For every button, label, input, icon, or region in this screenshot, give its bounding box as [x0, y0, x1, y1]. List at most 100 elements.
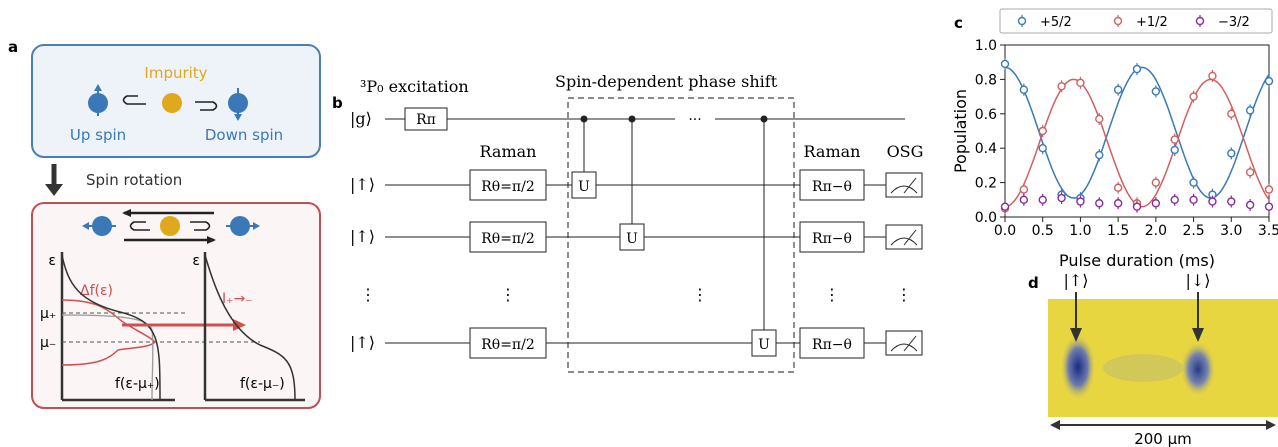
panel-d-label: d [1028, 274, 1039, 292]
data-point [1095, 114, 1104, 124]
data-point [1264, 185, 1274, 194]
down-state-label: |↓⟩ [1185, 271, 1210, 290]
legend-marker [1017, 16, 1027, 26]
scale-bar-label: 200 μm [1134, 430, 1192, 447]
up-state-label: |↑⟩ [1063, 271, 1088, 290]
x-tick-label: 1.5 [1107, 223, 1129, 239]
y-axis-label: Population [951, 89, 970, 173]
vdots-raman-r: ⋮ [824, 285, 840, 304]
legend-marker [1113, 16, 1123, 26]
data-point [1189, 195, 1198, 205]
epsilon-right: ε [192, 253, 200, 269]
data-point [1264, 76, 1274, 86]
data-point [1208, 71, 1217, 81]
x-tick-label: 3.0 [1220, 223, 1242, 239]
measure-icon [885, 224, 923, 250]
data-point [1227, 109, 1236, 119]
r-back-gate-2 [799, 221, 865, 253]
svg-text:Rθ=π/2: Rθ=π/2 [481, 179, 535, 195]
x-tick-label: 2.5 [1182, 223, 1204, 239]
data-point [1189, 178, 1198, 187]
y-tick-label: 0.4 [975, 141, 997, 157]
fit-curves [1004, 66, 1270, 208]
mu-minus-label: μ₋ [40, 335, 56, 351]
data-point [1000, 59, 1010, 69]
row-label-up-1: |↑⟩ [350, 175, 375, 194]
data-point [1245, 200, 1255, 210]
data-point [1095, 150, 1104, 160]
svg-text:Rθ=π/2: Rθ=π/2 [481, 337, 535, 353]
data-point [1151, 178, 1161, 187]
data-point [1151, 87, 1161, 96]
transport-box [31, 202, 321, 409]
panel-a-label: a [8, 38, 18, 56]
panel-a: a Impurity Up spin Down spin Spin rotati… [8, 38, 321, 409]
legend-box [999, 8, 1273, 34]
panel-b: b ³P₀ excitation Spin-dependent phase sh… [332, 72, 923, 373]
data-points [1000, 57, 1274, 215]
y-tick-label: 0.6 [975, 107, 997, 123]
raman-right-title: Raman [804, 142, 861, 161]
measure-icon [885, 172, 923, 198]
legend-marker [1195, 16, 1205, 26]
data-point [1208, 197, 1217, 206]
data-point [1076, 78, 1085, 88]
svg-text:U: U [626, 231, 638, 247]
r-half-gate-n [469, 327, 547, 359]
data-point [1038, 195, 1047, 205]
plot-frame [1004, 44, 1270, 218]
data-point [1076, 197, 1085, 206]
svg-text:U: U [578, 179, 590, 195]
y-tick-label: 0.0 [975, 210, 997, 226]
svg-text:Rπ−θ: Rπ−θ [812, 231, 852, 247]
impurity-title: Impurity [144, 64, 207, 82]
legend-label: +1/2 [1136, 15, 1168, 30]
measure-icon [885, 330, 923, 356]
x-axis-label: Pulse duration (ms) [1059, 251, 1215, 270]
legend-label: −3/2 [1218, 15, 1250, 30]
r-back-gate-1 [799, 169, 865, 201]
data-point [1170, 135, 1179, 144]
u-gate-n [751, 329, 777, 357]
data-point [1132, 202, 1142, 211]
svg-text:Rθ=π/2: Rθ=π/2 [481, 231, 535, 247]
x-tick-label: 1.0 [1069, 223, 1091, 239]
fit-curve [1004, 78, 1270, 208]
data-point [1000, 202, 1010, 211]
spin-rotation-label: Spin rotation [86, 171, 182, 189]
data-point [1057, 82, 1066, 91]
down-spin-label: Down spin [205, 126, 283, 144]
data-point [1113, 199, 1123, 208]
current-arrow-icon [233, 319, 246, 331]
down-arrow-icon [45, 184, 63, 196]
svg-text:Rπ−θ: Rπ−θ [812, 179, 852, 195]
arrow-down-icon [1192, 328, 1204, 342]
x-tick-label: 0.5 [1032, 223, 1054, 239]
row-label-dots: ⋮ [360, 285, 376, 304]
data-point [1170, 145, 1179, 155]
y-tick-label: 1.0 [975, 38, 997, 54]
phase-shift-title: Spin-dependent phase shift [555, 72, 778, 91]
panel-d: d |↑⟩ |↓⟩ 200 μm [1028, 271, 1278, 447]
impurity-icon [162, 93, 182, 113]
data-point [1095, 199, 1104, 208]
up-spin-label: Up spin [70, 126, 126, 144]
data-point [1227, 149, 1236, 158]
exchange-arc-icon [195, 101, 218, 111]
row-label-up-2: |↑⟩ [350, 227, 375, 246]
arrow-down-icon [1070, 328, 1082, 342]
legend: +5/2+1/2−3/2 [1017, 15, 1250, 30]
panel-b-label: b [332, 94, 343, 112]
data-point [1019, 195, 1029, 205]
svg-text:Rπ−θ: Rπ−θ [812, 337, 852, 353]
data-point [1170, 195, 1179, 205]
data-point [1264, 202, 1274, 211]
raman-left-title: Raman [480, 142, 537, 161]
x-tick-label: 2.0 [1145, 223, 1167, 239]
data-point [1038, 143, 1047, 153]
data-point [1245, 168, 1255, 177]
delta-f-label: Δf(ε) [80, 283, 113, 299]
x-tick-label: 3.5 [1258, 223, 1278, 239]
panel-c-label: c [954, 14, 963, 32]
